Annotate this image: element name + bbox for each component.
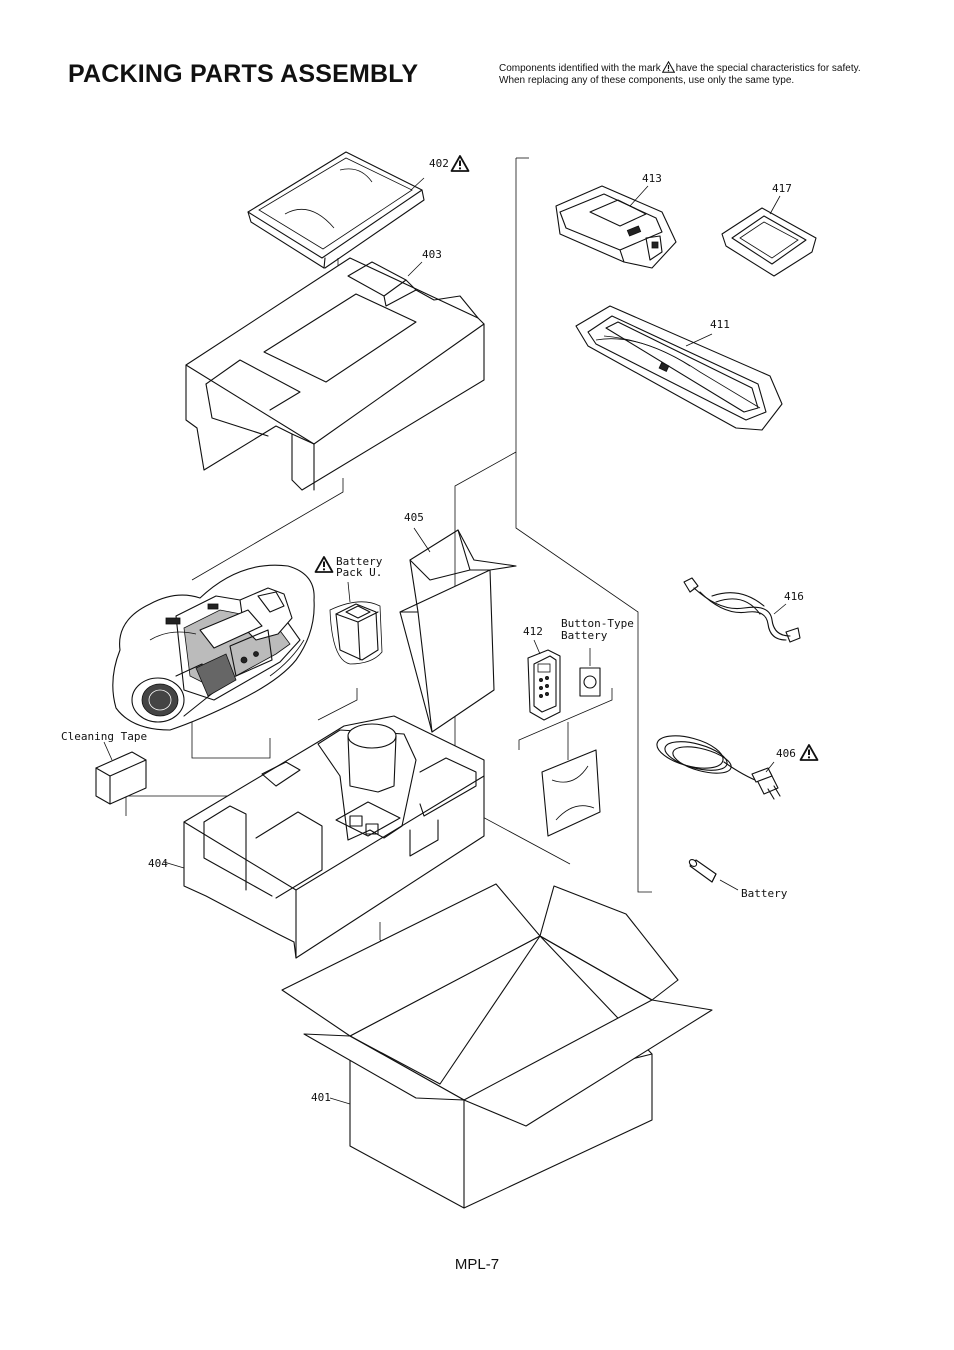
label-412: 412 xyxy=(523,625,543,638)
warning-triangle-icon xyxy=(314,556,334,573)
battery-pack-unit xyxy=(329,581,383,665)
part-401-carton xyxy=(281,883,713,1209)
part-412-remote xyxy=(527,639,561,721)
label-cleaning-tape: Cleaning Tape xyxy=(61,730,147,743)
warning-triangle-icon xyxy=(799,744,819,761)
aa-battery xyxy=(688,859,739,891)
label-401: 401 xyxy=(311,1091,331,1104)
part-405-sleeve xyxy=(399,527,517,733)
part-406-ac-cord xyxy=(656,735,781,800)
button-battery xyxy=(579,648,601,697)
page-number: MPL-7 xyxy=(454,1256,500,1273)
part-413-charger xyxy=(555,185,677,269)
cleaning-tape xyxy=(95,741,147,805)
part-404-bottom-cushion xyxy=(163,715,485,959)
part-403-top-cushion xyxy=(185,257,485,491)
label-battery-pack-line2: Pack U. xyxy=(336,566,382,579)
label-battery-pack-line1: Battery xyxy=(336,555,383,568)
part-411-strap xyxy=(575,305,783,431)
label-417: 417 xyxy=(772,182,792,195)
label-406: 406 xyxy=(776,747,796,760)
label-405: 405 xyxy=(404,511,424,524)
label-button-battery-line1: Button-Type xyxy=(561,617,634,630)
label-416: 416 xyxy=(784,590,804,603)
safety-note-line2: When replacing any of these components, … xyxy=(499,75,795,86)
warning-triangle-icon xyxy=(661,61,675,73)
label-413: 413 xyxy=(642,172,662,185)
label-button-battery-line2: Battery xyxy=(561,629,608,642)
label-404: 404 xyxy=(148,857,168,870)
camcorder-in-bag xyxy=(112,564,315,731)
label-411: 411 xyxy=(710,318,730,331)
part-416-cable xyxy=(683,577,801,643)
label-battery: Battery xyxy=(741,887,788,900)
label-402: 402 xyxy=(429,157,449,170)
accessory-bag xyxy=(541,749,601,837)
warning-triangle-icon xyxy=(450,155,470,172)
part-402-manual xyxy=(247,151,425,269)
part-417-bag xyxy=(721,195,817,277)
label-403: 403 xyxy=(422,248,442,261)
page-title: PACKING PARTS ASSEMBLY xyxy=(68,60,419,88)
